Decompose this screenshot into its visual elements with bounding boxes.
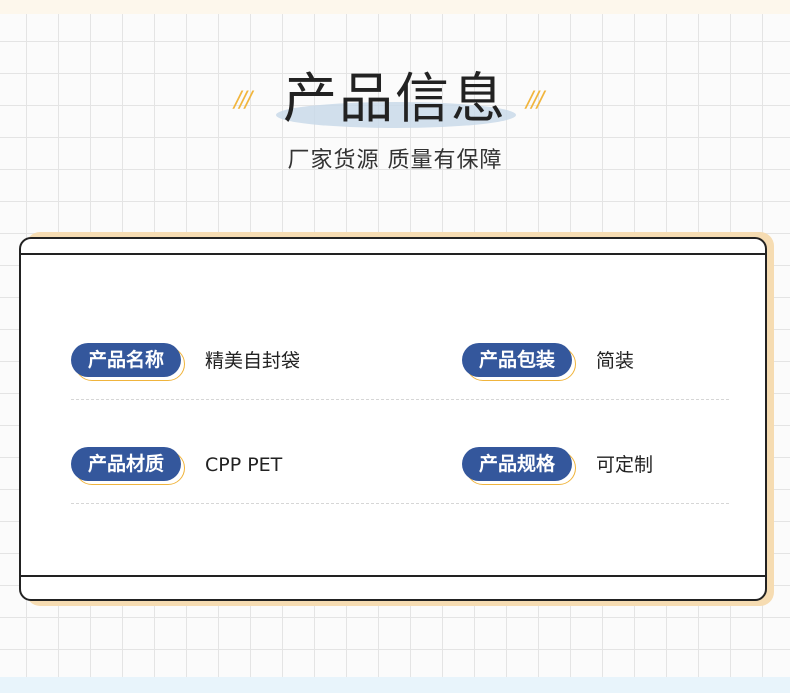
info-card: 产品名称 精美自封袋 产品包装 简装 产品材质 CPP PET 产品规格 [19,237,767,601]
field-label: 产品规格 [462,447,572,481]
title-brush-stroke [276,102,516,128]
slash-decoration-right: /// [526,88,544,113]
label-pill: 产品材质 [71,447,185,485]
label-pill: 产品规格 [462,447,576,485]
title-section: /// 产品信息 /// [0,64,790,134]
slash-decoration-left: /// [234,88,252,113]
field-value: CPP PET [205,454,283,476]
field-label: 产品材质 [71,447,181,481]
page-subtitle: 厂家货源 质量有保障 [287,148,503,173]
top-band [0,0,790,14]
field-label: 产品包装 [462,343,572,377]
row-divider [71,399,729,400]
label-pill: 产品名称 [71,343,185,381]
field-value: 可定制 [596,454,654,476]
page-title: 产品信息 [283,67,507,130]
field-label: 产品名称 [71,343,181,377]
card-bottom-rule [21,575,765,577]
row-divider [71,503,729,504]
field-value: 简装 [596,350,635,372]
field-value: 精美自封袋 [205,350,301,372]
label-pill: 产品包装 [462,343,576,381]
bottom-band [0,677,790,693]
card-top-rule [21,253,765,255]
